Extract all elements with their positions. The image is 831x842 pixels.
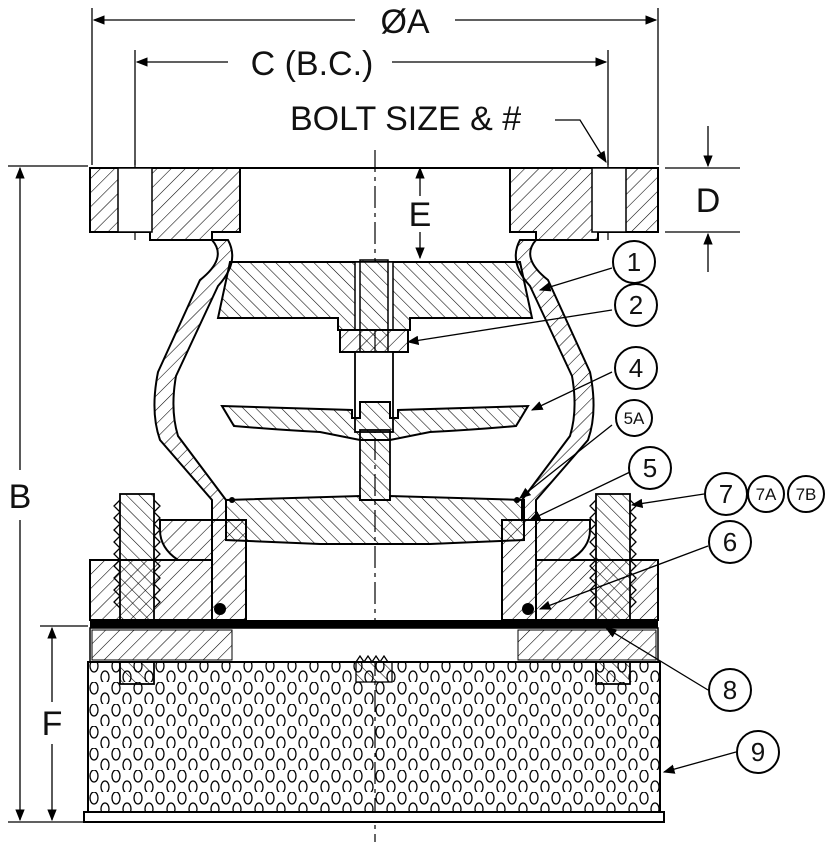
dimension-e: E <box>409 166 432 260</box>
callout-4: 4 <box>614 346 658 390</box>
callout-5-label: 5 <box>643 453 657 483</box>
dimension-a: ØA <box>91 3 659 165</box>
callout-7-label: 7 <box>719 479 733 509</box>
dimension-f-label: F <box>42 705 63 743</box>
callout-7a-label: 7A <box>756 485 777 504</box>
leader-lines <box>406 267 737 774</box>
dimension-b: B <box>8 165 88 823</box>
dimension-f: F <box>40 625 88 822</box>
callout-4-label: 4 <box>629 353 643 383</box>
dimension-d-label: D <box>696 182 721 220</box>
dimension-b-label: B <box>9 478 32 516</box>
o-ring-left <box>214 603 226 615</box>
disc <box>220 401 530 441</box>
callout-6: 6 <box>708 520 752 564</box>
dimension-e-label: E <box>409 196 432 234</box>
callout-1-label: 1 <box>627 247 641 277</box>
dimension-c: C (B.C.) <box>134 45 609 165</box>
callout-9-label: 9 <box>751 737 765 767</box>
callout-5a: 5A <box>615 399 653 437</box>
callout-2-label: 2 <box>629 290 643 320</box>
dimension-c-label: C (B.C.) <box>251 45 374 83</box>
o-ring-right <box>522 603 534 615</box>
strainer <box>83 661 665 823</box>
callout-6-label: 6 <box>723 527 737 557</box>
callout-8-label: 8 <box>723 675 737 705</box>
callout-8: 8 <box>708 668 752 712</box>
bolt-callout: BOLT SIZE & # <box>290 100 607 163</box>
callout-2: 2 <box>614 283 658 327</box>
callout-5a-label: 5A <box>624 409 645 428</box>
callout-7b: 7B <box>787 475 825 513</box>
dimension-a-label: ØA <box>380 3 429 41</box>
callout-7: 7 <box>704 472 748 516</box>
callout-1: 1 <box>612 240 656 284</box>
callout-9: 9 <box>736 730 780 774</box>
callout-7b-label: 7B <box>796 485 817 504</box>
callout-7a: 7A <box>747 475 785 513</box>
dimension-d: D <box>665 126 740 272</box>
guide-plate <box>216 259 534 353</box>
poppet <box>211 494 537 621</box>
top-flange <box>89 167 659 241</box>
callout-5: 5 <box>628 446 672 490</box>
bolt-size-label: BOLT SIZE & # <box>290 100 521 138</box>
